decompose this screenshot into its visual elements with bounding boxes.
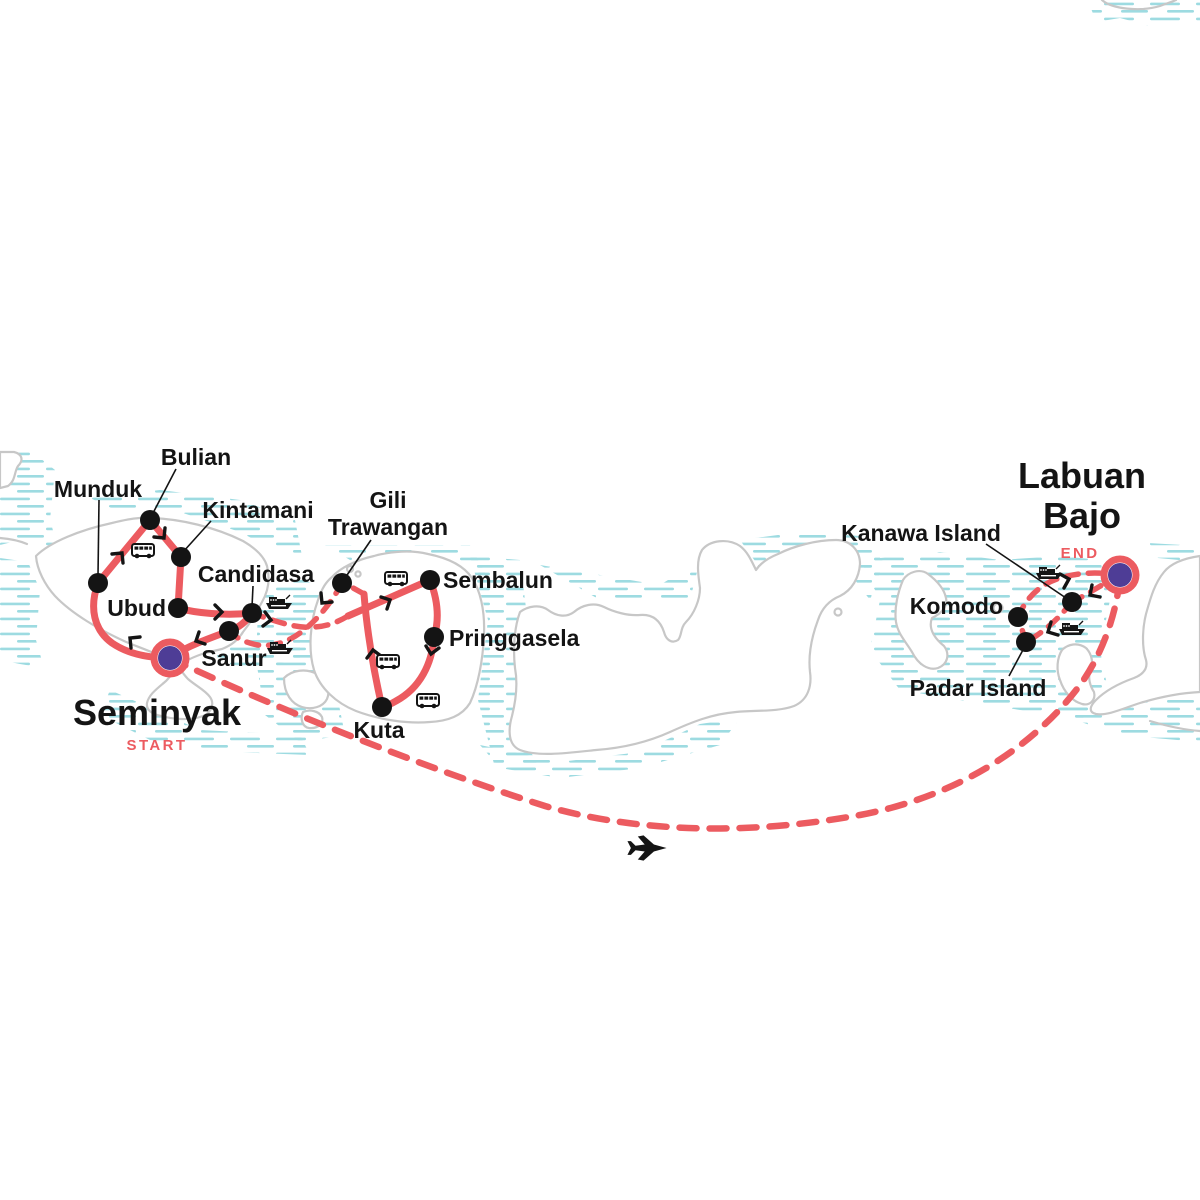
- stop-label-sanur: Sanur: [201, 645, 266, 671]
- stop-labels: Munduk Bulian Kintamani Ubud Candidasa S…: [54, 444, 1046, 743]
- direction-arrows: [110, 526, 1102, 660]
- stop-dot-bulian: [140, 510, 160, 530]
- route-candidasa-lombok-boat: [249, 610, 351, 631]
- arrow-komodo-labuanbajo: [1058, 572, 1072, 590]
- stop-label-kanawa: Kanawa Island: [841, 520, 1001, 546]
- stop-label-padar: Padar Island: [910, 675, 1047, 701]
- island-tiny-moyo: [833, 607, 843, 617]
- stop-label-kuta: Kuta: [353, 717, 404, 743]
- stop-dot-candidasa: [242, 603, 262, 623]
- island-lombok: [309, 550, 486, 724]
- arrow-bulian-kintamani: [152, 526, 167, 540]
- stop-dot-sembalun: [420, 570, 440, 590]
- route-bangsal-gili-boat: [343, 581, 367, 597]
- plane-icon: [627, 835, 667, 861]
- leader-gili: [344, 539, 372, 579]
- bus-icon: [384, 571, 408, 588]
- stop-label-gili-line1: Gili: [369, 487, 406, 513]
- end-marker: [1100, 555, 1140, 595]
- island-komodo: [894, 570, 949, 670]
- route-seminyak-labuanbajo-flight: [166, 574, 1124, 832]
- start-marker: [150, 638, 190, 678]
- stop-label-kintamani: Kintamani: [202, 497, 313, 523]
- island-sumbawa: [508, 538, 862, 755]
- stop-dot-gili-trawangan: [332, 573, 352, 593]
- islands: [0, 0, 1200, 755]
- stop-dot-pringgasela: [424, 627, 444, 647]
- leader-kintamani: [182, 520, 212, 553]
- arrow-seminyak-munduk: [128, 635, 142, 650]
- island-tiny-komodo-north: [992, 602, 1004, 614]
- arrow-sanur-seminyak: [193, 630, 207, 646]
- arrow-ubud-candidasa: [213, 603, 225, 621]
- island-java-coast: [0, 536, 29, 546]
- arrow-kuta-north: [365, 647, 383, 660]
- stop-dot-kanawa: [1062, 592, 1082, 612]
- start-tag: START: [127, 737, 188, 754]
- stop-dot-padar: [1016, 632, 1036, 652]
- bus-icon: [376, 654, 400, 671]
- stop-label-sembalun: Sembalun: [443, 567, 553, 593]
- arrow-candidasa-lombok: [261, 610, 274, 628]
- bus-icon: [131, 543, 155, 560]
- route-gili-sanur-boat: [226, 580, 345, 649]
- island-rinca: [1056, 643, 1096, 706]
- end-tag: END: [1061, 545, 1100, 562]
- stop-label-gili-line2: Trawangan: [328, 514, 448, 540]
- bus-icon: [416, 693, 440, 710]
- leader-munduk: [97, 499, 100, 577]
- stop-label-pringgasela: Pringgasela: [449, 625, 580, 651]
- stop-dots: [88, 510, 1082, 717]
- stop-dot-kuta: [372, 697, 392, 717]
- start-city-label: Seminyak: [73, 692, 242, 733]
- stop-dot-ubud: [168, 598, 188, 618]
- stop-label-candidasa: Candidasa: [198, 561, 315, 587]
- arrow-munduk-bulian: [110, 551, 125, 565]
- route-munduk-bulian: [94, 516, 154, 587]
- island-top-right-coast: [1100, 0, 1178, 11]
- arrow-pringgasela-kuta: [424, 644, 441, 657]
- end-city-label-line2: Bajo: [1043, 495, 1121, 536]
- terminal-labels: Seminyak START Labuan Bajo END: [73, 455, 1146, 754]
- stop-dot-kintamani: [171, 547, 191, 567]
- transport-icons: [131, 543, 1086, 861]
- stop-dot-komodo: [1008, 607, 1028, 627]
- label-leaders: [97, 468, 1067, 677]
- island-flores: [1089, 554, 1200, 716]
- leader-bulian: [151, 468, 177, 516]
- stop-label-bulian: Bulian: [161, 444, 231, 470]
- island-java-tip: [0, 450, 23, 490]
- stop-label-munduk: Munduk: [54, 476, 142, 502]
- end-city-label-line1: Labuan: [1018, 455, 1146, 496]
- island-flores-south-coast: [1148, 719, 1200, 733]
- stop-label-komodo: Komodo: [910, 593, 1003, 619]
- stop-label-ubud: Ubud: [107, 595, 166, 621]
- island-gili-2: [354, 570, 362, 578]
- leader-kanawa: [985, 543, 1067, 599]
- stop-dot-munduk: [88, 573, 108, 593]
- arrow-labuanbajo-kanawa: [1087, 583, 1102, 599]
- route-seminyak-munduk: [90, 579, 174, 662]
- leader-padar: [1008, 647, 1025, 677]
- arrow-gili-sanur: [319, 591, 334, 605]
- stop-dot-sanur: [219, 621, 239, 641]
- arrow-kanawa-padar: [1045, 620, 1060, 637]
- arrow-port-sembalun: [379, 595, 393, 611]
